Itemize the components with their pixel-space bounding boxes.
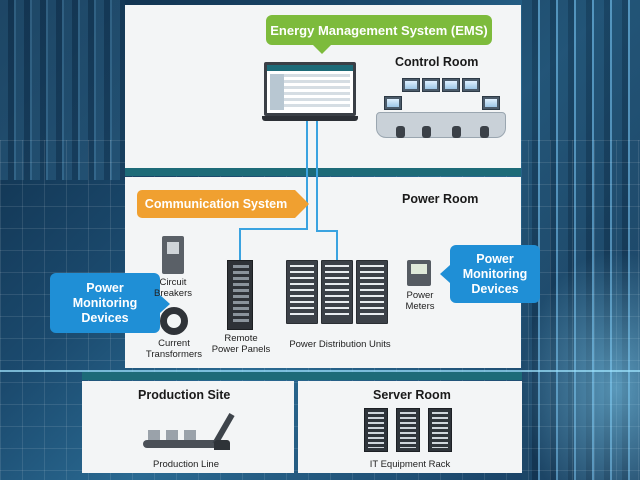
server-rack-icon	[428, 408, 452, 452]
divider-bar-top	[125, 168, 521, 176]
control-room-screen-icon	[422, 78, 440, 92]
current-transformer-icon	[160, 307, 188, 335]
current-transformers-label: Current Transformers	[145, 338, 203, 360]
background-server-racks-left	[0, 0, 125, 180]
circuit-breaker-icon	[162, 236, 184, 274]
power-room-title: Power Room	[402, 192, 479, 206]
power-distribution-unit-icon	[356, 260, 388, 324]
product-box-icon	[184, 430, 196, 440]
control-room-chair-icon	[422, 126, 431, 138]
ems-callout: Energy Management System (EMS)	[266, 15, 492, 54]
product-box-icon	[148, 430, 160, 440]
server-room-title: Server Room	[373, 388, 451, 402]
power-distribution-unit-icon	[321, 260, 353, 324]
remote-power-panels-label: Remote Power Panels	[211, 333, 271, 355]
power-meter-icon	[407, 260, 431, 286]
ems-wire-right-vertical	[316, 116, 318, 230]
remote-power-panel-icon	[227, 260, 253, 330]
production-site-title: Production Site	[138, 388, 231, 402]
power-meters-label: Power Meters	[405, 290, 435, 312]
power-distribution-unit-icon	[286, 260, 318, 324]
robot-base-icon	[214, 440, 230, 450]
control-room-chair-icon	[452, 126, 461, 138]
conveyor-icon	[143, 440, 221, 448]
server-rack-icon	[364, 408, 388, 452]
it-equipment-rack-label: IT Equipment Rack	[369, 459, 451, 470]
control-room-screen-icon	[462, 78, 480, 92]
ems-monitor-base	[262, 116, 358, 121]
pdu-wire-vertical	[336, 230, 338, 260]
power-monitoring-devices-callout-left: Power Monitoring Devices	[50, 273, 170, 333]
control-room-screen-icon	[384, 96, 402, 110]
control-room-chair-icon	[480, 126, 489, 138]
control-room-chair-icon	[396, 126, 405, 138]
server-rack-icon	[396, 408, 420, 452]
production-site-panel	[82, 381, 294, 473]
divider-bar-bottom	[82, 372, 522, 380]
rpp-wire-horizontal	[239, 228, 308, 230]
control-room-screen-icon	[482, 96, 500, 110]
product-box-icon	[166, 430, 178, 440]
circuit-breakers-label: Circuit Breakers	[153, 277, 192, 299]
pdu-wire-horizontal	[316, 230, 338, 232]
control-room-screen-icon	[402, 78, 420, 92]
power-distribution-units-label: Power Distribution Units	[289, 339, 391, 350]
background-line	[0, 370, 640, 372]
ems-wire-left-vertical	[306, 116, 308, 228]
production-line-label: Production Line	[152, 459, 220, 470]
control-room-title: Control Room	[395, 55, 479, 69]
control-room-screen-icon	[442, 78, 460, 92]
background-glow	[520, 250, 640, 480]
communication-system-callout: Communication System	[137, 190, 309, 218]
rpp-wire-vertical	[239, 228, 241, 260]
ems-monitor-icon	[264, 62, 356, 116]
power-monitoring-devices-callout-right: Power Monitoring Devices	[440, 245, 540, 303]
